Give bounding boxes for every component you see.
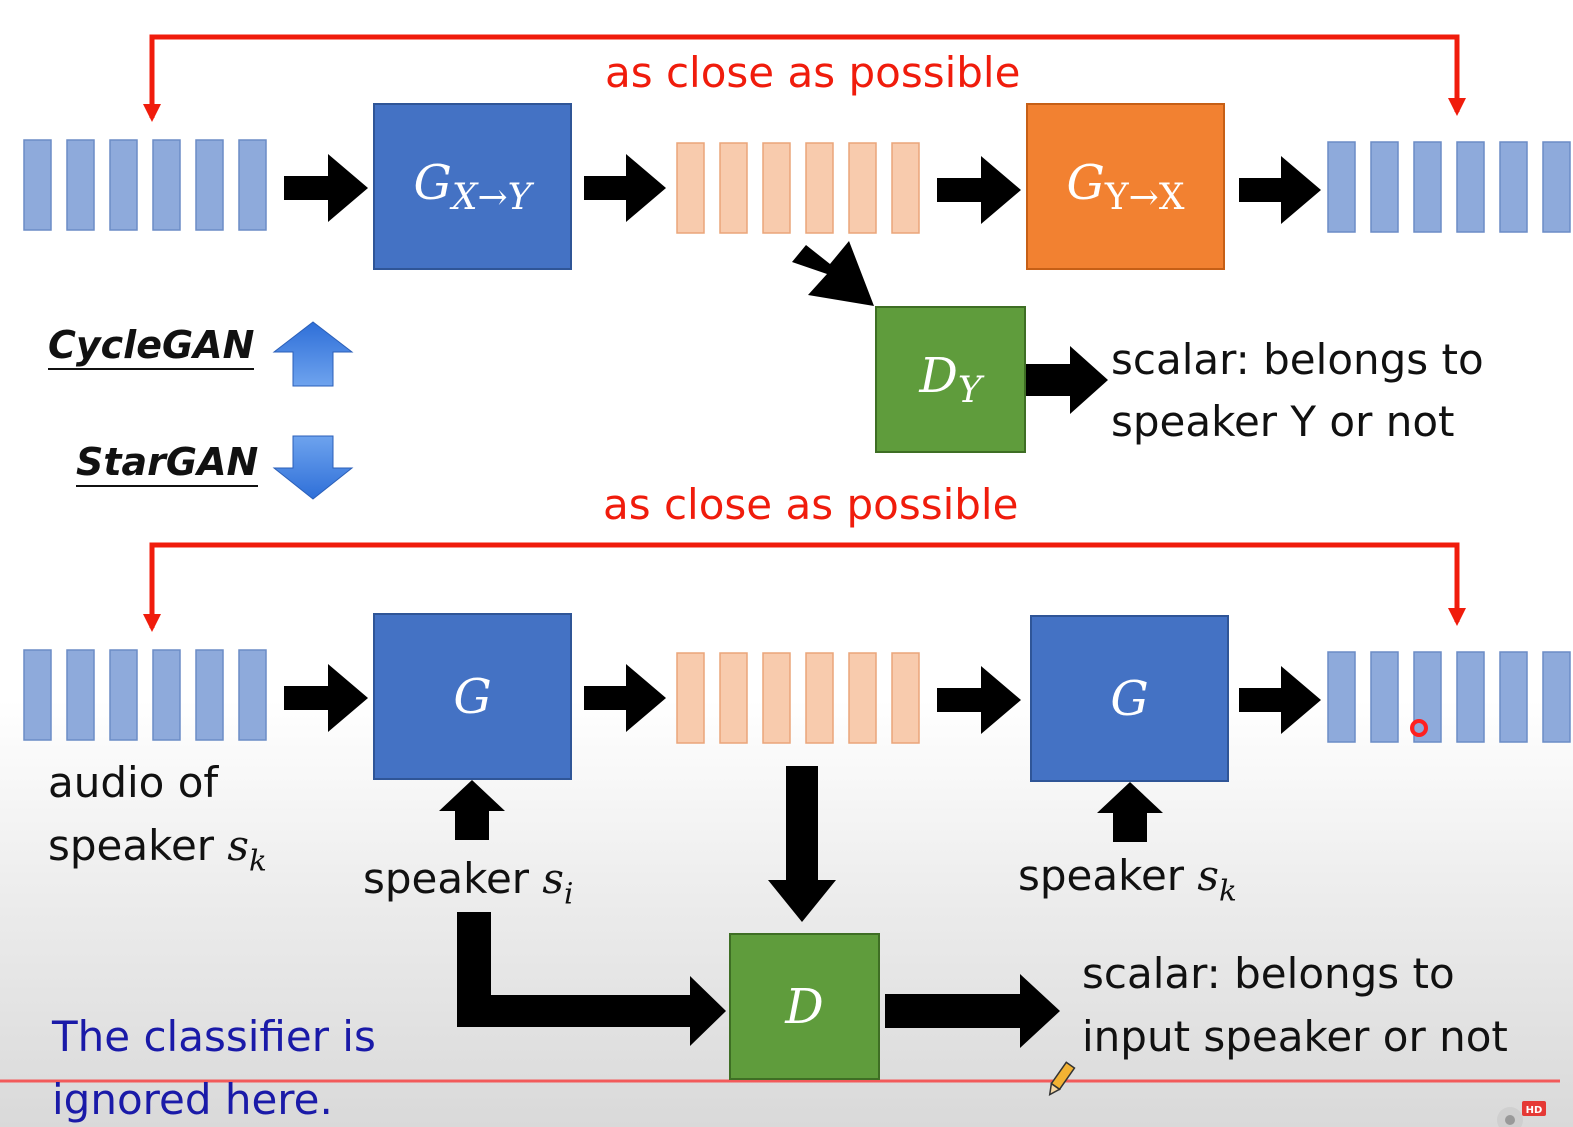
condition-arrow-2 — [1097, 782, 1163, 842]
top-cycle-bracket — [149, 34, 1460, 118]
speaker-to-discriminator-arrow — [457, 912, 726, 1046]
input-audio-label-line1: audio of — [48, 758, 219, 807]
input-audio-label-line2: speaker sk — [48, 821, 267, 878]
bottom-arrow-3 — [937, 666, 1021, 734]
top-reconstructed-frames — [1327, 141, 1571, 233]
generator-2-label: G — [1110, 670, 1149, 727]
generator-1-label: G — [453, 668, 492, 725]
stargan-down-arrow-icon — [272, 435, 354, 500]
discriminator-y-label: DY — [919, 348, 982, 411]
stargan-label: StarGAN — [76, 443, 259, 487]
top-caption: as close as possible — [605, 48, 1021, 97]
top-arrow-1 — [284, 154, 368, 222]
bottom-bracket-arrowhead-right — [1448, 608, 1466, 626]
condition-speaker-k: speaker sk — [1018, 851, 1237, 908]
cyclegan-label: CycleGAN — [48, 326, 255, 370]
top-disc-output-line1: scalar: belongs to — [1111, 335, 1484, 384]
top-arrow-2 — [584, 154, 666, 222]
cursor-dot — [1410, 719, 1428, 737]
bottom-disc-output-arrow — [885, 974, 1060, 1048]
bottom-caption: as close as possible — [603, 480, 1019, 529]
pencil-cursor-icon — [1048, 1061, 1076, 1097]
bottom-converted-frames — [676, 652, 920, 744]
generator-2: G — [1030, 615, 1229, 782]
bottom-input-frames — [23, 649, 267, 741]
bottom-bracket-arrowhead-left — [143, 614, 161, 632]
note-line1: The classifier is — [52, 1012, 376, 1061]
generator-x-to-y: GX→Y — [373, 103, 572, 270]
bottom-disc-output-line1: scalar: belongs to — [1082, 949, 1455, 998]
arrow-to-discriminator — [768, 766, 836, 922]
bottom-arrow-2 — [584, 664, 666, 732]
top-disc-output-line2: speaker Y or not — [1111, 397, 1455, 446]
top-disc-output-arrow — [1024, 346, 1108, 414]
condition-arrow-1 — [439, 780, 505, 840]
discriminator-label: D — [785, 978, 824, 1035]
top-arrow-3 — [937, 156, 1021, 224]
discriminator: D — [729, 933, 880, 1080]
bottom-disc-output-line2: input speaker or not — [1082, 1012, 1508, 1061]
note-line2: ignored here. — [52, 1075, 333, 1124]
generator-y-to-x-label: GY→X — [1066, 155, 1185, 218]
top-converted-frames — [676, 142, 920, 234]
bottom-arrow-4 — [1239, 666, 1321, 734]
top-arrow-to-discriminator — [792, 241, 874, 306]
bottom-reconstructed-frames — [1327, 651, 1571, 743]
condition-speaker-i: speaker si — [363, 854, 574, 911]
cyclegan-up-arrow-icon — [272, 321, 354, 387]
hd-badge: HD — [1526, 1105, 1543, 1116]
bottom-arrow-1 — [284, 664, 368, 732]
generator-x-to-y-label: GX→Y — [413, 155, 532, 218]
bottom-cycle-bracket — [149, 542, 1460, 628]
generator-1: G — [373, 613, 572, 780]
settings-gear-icon[interactable] — [1497, 1107, 1523, 1127]
top-bracket-arrowhead-right — [1448, 98, 1466, 116]
top-bracket-arrowhead-left — [143, 104, 161, 122]
discriminator-y: DY — [875, 306, 1026, 453]
top-arrow-4 — [1239, 156, 1321, 224]
generator-y-to-x: GY→X — [1026, 103, 1225, 270]
top-input-frames — [23, 139, 267, 231]
hd-badge-bg — [1522, 1101, 1546, 1116]
